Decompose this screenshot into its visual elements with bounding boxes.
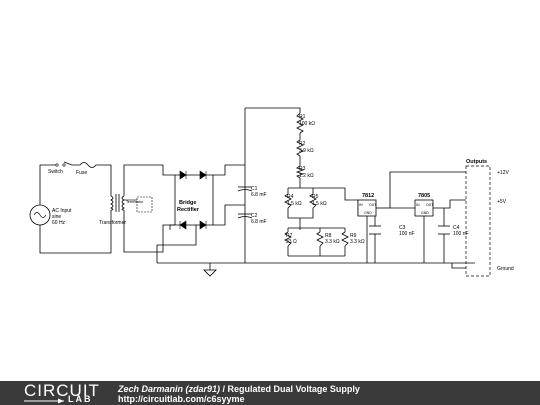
transformer-label: Transformer [99, 220, 126, 226]
ac-input-freq-label: 60 Hz [52, 220, 66, 226]
c3-label: C3 [399, 225, 406, 231]
circuitlab-logo-lab: LAB [68, 394, 93, 404]
switch-label: Switch [48, 169, 63, 175]
reg2-gnd: GND [421, 211, 429, 215]
bridge-label-1: Bridge [179, 200, 196, 206]
terminator-symbol [124, 196, 153, 213]
reg2-out: OUT [426, 203, 434, 207]
r3-value: 1.2 kΩ [299, 173, 314, 179]
c1-label: C1 [251, 186, 258, 192]
logo-wire-icon [24, 398, 64, 404]
ac-input-label: AC Input [52, 208, 72, 214]
bridge-diodes [179, 170, 207, 230]
r1-label: R1 [299, 114, 306, 120]
r5-label: R5 [312, 194, 319, 200]
reg2-name: 7805 [418, 193, 430, 199]
r8-label: R8 [325, 233, 332, 239]
resistors [284, 112, 349, 247]
r8-value: 3.3 kΩ [325, 239, 340, 245]
r2-value: 3.9 kΩ [299, 148, 314, 154]
ground-symbol [203, 269, 217, 277]
capacitor-c4 [438, 225, 450, 235]
fuse-label: Fuse [76, 170, 87, 176]
credit-separator: / [220, 384, 228, 394]
c1-value: 6.8 mF [251, 192, 267, 198]
output-5v-label: +5V [497, 199, 507, 205]
r7-label: R7 [286, 233, 293, 239]
circuit-url[interactable]: http://circuitlab.com/c6syyme [118, 394, 245, 404]
bridge-label-2: Rectifier [177, 207, 200, 213]
c4-label: C4 [453, 225, 460, 231]
reg1-out: OUT [369, 203, 377, 207]
transformer-symbol [110, 194, 125, 212]
reg1-gnd: GND [364, 211, 372, 215]
r4-value: 1.5 kΩ [287, 201, 302, 207]
output-ground-label: Ground [497, 266, 514, 272]
r1-value: 100 kΩ [299, 121, 315, 127]
r4-label: R4 [287, 194, 294, 200]
reg1-name: 7812 [362, 193, 374, 199]
c3-value: 100 nF [399, 231, 415, 237]
r2-label: R2 [299, 141, 306, 147]
outputs-box [465, 165, 491, 277]
r7-value: 33 Ω [286, 239, 297, 245]
r5-value: 1.5 kΩ [312, 201, 327, 207]
wires [39, 107, 475, 270]
regulator-7805 [414, 199, 434, 217]
footer-bar: CIRCUIT LAB Zech Darmanin (zdar91) / Reg… [0, 381, 540, 405]
circuit-credit: Zech Darmanin (zdar91) / Regulated Dual … [118, 384, 360, 394]
author-link[interactable]: Zech Darmanin (zdar91) [118, 384, 221, 394]
ac-input-wave-label: sine [52, 214, 61, 220]
r9-label: R9 [350, 233, 357, 239]
terminator-label: Terminator [126, 200, 144, 204]
c2-value: 6.8 mF [251, 219, 267, 225]
reg2-in: IN [416, 203, 420, 207]
r3-label: R3 [299, 166, 306, 172]
c2-label: C2 [251, 213, 258, 219]
outputs-title: Outputs [466, 159, 487, 165]
circuit-title[interactable]: Regulated Dual Voltage Supply [227, 384, 360, 394]
c4-value: 100 nF [453, 231, 469, 237]
switch-symbol [55, 163, 66, 167]
capacitor-c1 [237, 186, 253, 192]
circuitlab-logo[interactable]: CIRCUIT [24, 381, 100, 400]
ac-source-symbol [29, 204, 51, 226]
capacitor-c2 [237, 213, 253, 219]
output-12v-label: +12V [497, 170, 509, 176]
r9-value: 3.3 kΩ [350, 239, 365, 245]
reg1-in: IN [359, 203, 363, 207]
regulator-7812 [357, 199, 377, 217]
capacitor-c3 [369, 225, 381, 235]
circuit-schematic: AC Input sine 60 Hz Switch Fuse Transfor… [29, 107, 514, 277]
